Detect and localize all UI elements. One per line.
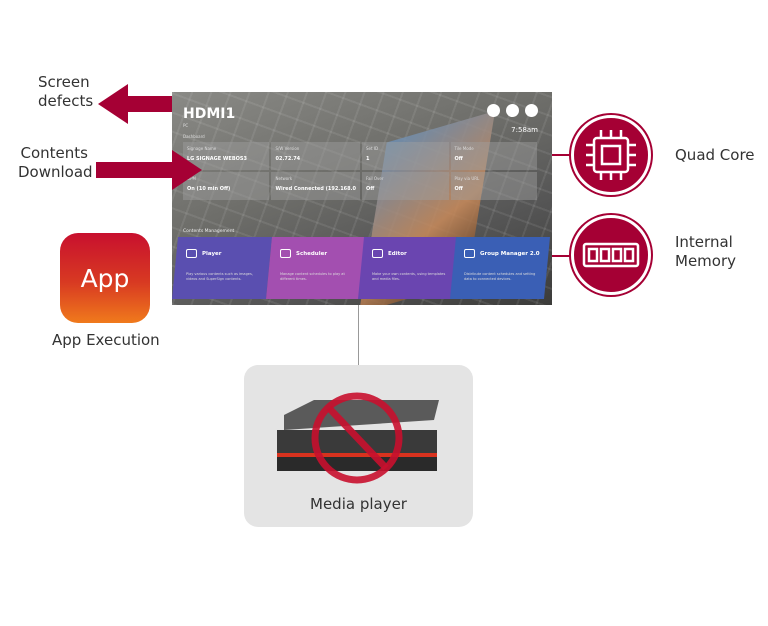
card-value: On (10 min Off) xyxy=(187,186,231,192)
media-player-box: Media player xyxy=(244,365,473,527)
screen-defects-label: Screen defects xyxy=(38,73,94,111)
tile-title: Scheduler xyxy=(296,250,328,257)
card-key: Set ID xyxy=(366,146,379,151)
storage-icon[interactable] xyxy=(487,104,500,117)
label-line: defects xyxy=(38,92,94,110)
dashboard-label: Dashboard xyxy=(183,134,205,139)
tile-desc: Make your own contents, using templates … xyxy=(372,272,446,281)
card-key: Play via URL xyxy=(454,176,480,181)
card-value: 02.72.74 xyxy=(275,156,301,162)
settings-icon[interactable] xyxy=(525,104,538,117)
card-key: Tile Mode xyxy=(454,146,474,151)
input-subtitle: PC xyxy=(183,123,189,128)
label-line: Internal xyxy=(675,233,733,251)
tile-title: Player xyxy=(202,250,222,257)
arrow-right-icon xyxy=(96,150,202,190)
connector-line xyxy=(358,305,359,365)
card-key: Network xyxy=(275,176,293,181)
contents-management-label: Contents Management xyxy=(183,229,235,234)
dashboard-card[interactable]: Play via URL Off xyxy=(450,172,537,200)
label-line: Download xyxy=(18,163,93,181)
network-icon xyxy=(464,249,475,258)
label-line: Screen xyxy=(38,73,90,91)
connector-line xyxy=(552,255,572,257)
arrow-left-icon xyxy=(98,84,176,124)
card-value: Off xyxy=(454,186,463,192)
card-key: Signage Name xyxy=(187,146,217,151)
media-player-label: Media player xyxy=(310,495,407,513)
quad-core-label: Quad Core xyxy=(675,146,755,164)
tile-desc: Manage content schedules to play at diff… xyxy=(280,272,345,281)
contents-download-label: Contents Download xyxy=(18,144,93,182)
card-key: S/W Version xyxy=(275,146,300,151)
clock: 7:58am xyxy=(511,126,538,134)
memory-circle xyxy=(571,215,651,295)
cpu-icon xyxy=(586,130,636,180)
card-key: Fail Over xyxy=(366,176,384,181)
dashboard-card[interactable]: S/W Version 02.72.74 xyxy=(271,142,361,170)
card-value: Wired Connected (192.168.0 xyxy=(275,186,357,192)
label-line: Memory xyxy=(675,252,737,270)
app-icon-text: App xyxy=(80,263,130,293)
media-player-device-icon xyxy=(277,392,439,484)
card-value: 1 xyxy=(366,156,370,162)
input-icon[interactable] xyxy=(506,104,519,117)
tile-title: Group Manager 2.0 xyxy=(480,250,540,257)
memory-icon xyxy=(582,242,640,268)
dashboard-card[interactable]: Set ID 1 xyxy=(362,142,449,170)
dashboard-cards: Signage Name LG SIGNAGE WEBOS3 S/W Versio… xyxy=(183,142,537,200)
tile-title: Editor xyxy=(388,250,407,257)
dashboard-card[interactable]: Signage Name LG SIGNAGE WEBOS3 xyxy=(183,142,270,170)
app-execution-label: App Execution xyxy=(52,331,160,349)
internal-memory-label: Internal Memory xyxy=(675,233,736,271)
card-value: LG SIGNAGE WEBOS3 xyxy=(187,156,247,162)
dashboard-card[interactable]: DPM On (10 min Off) xyxy=(183,172,270,200)
video-icon xyxy=(186,249,197,258)
tile-desc: Play various contents such as images, vi… xyxy=(186,272,253,281)
tv-edit-icon xyxy=(372,249,383,258)
tile-desc: Distribute content schedules and setting… xyxy=(464,272,536,281)
cpu-circle xyxy=(571,115,651,195)
card-value: Off xyxy=(454,156,463,162)
app-icon: App xyxy=(60,233,150,323)
card-key: DPM xyxy=(187,176,196,181)
label-line: Contents xyxy=(20,144,88,162)
card-value: Off xyxy=(366,186,375,192)
calendar-icon xyxy=(280,249,291,258)
connector-line xyxy=(552,154,572,156)
screen-toolbar xyxy=(487,104,538,117)
input-title: HDMI1 xyxy=(183,106,236,122)
